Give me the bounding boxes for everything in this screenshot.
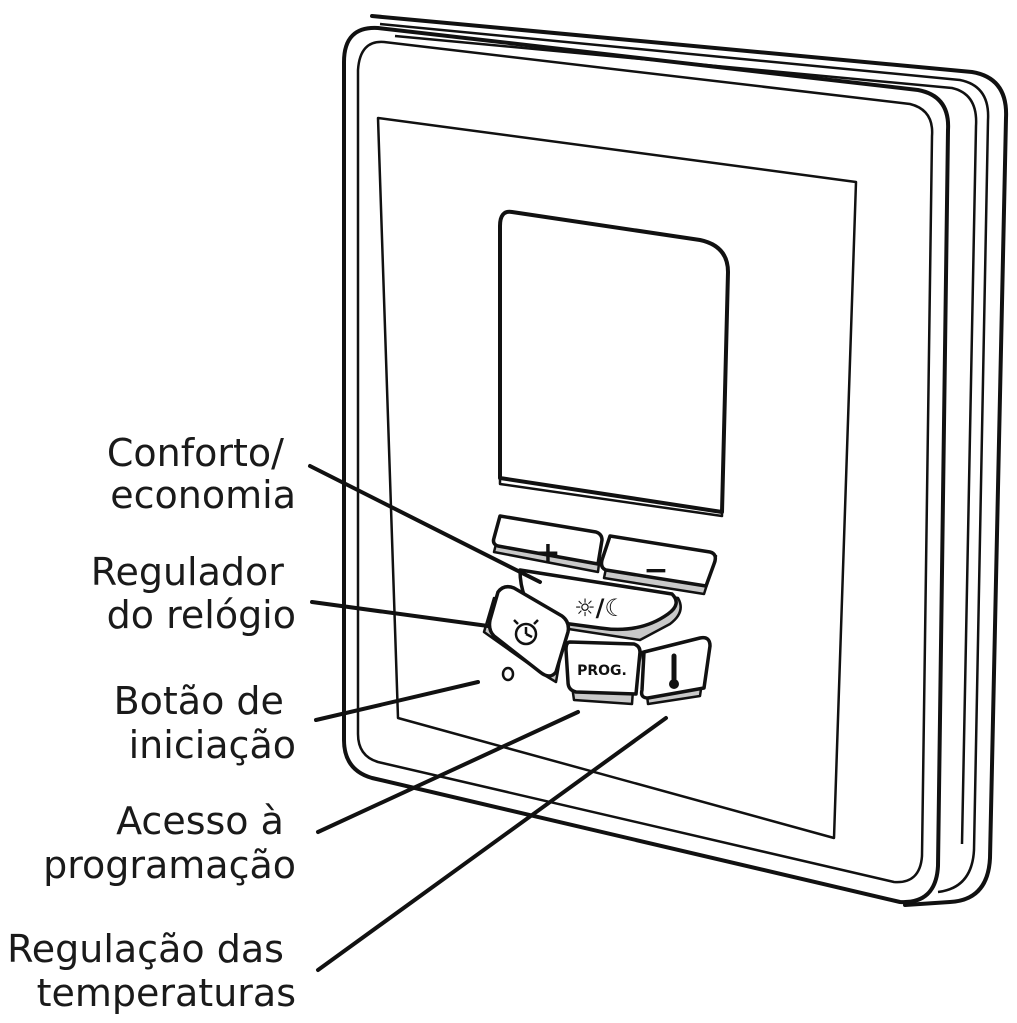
label-relogio: Regulador do relógio: [91, 550, 296, 637]
leader-relogio: [310, 600, 490, 628]
leader-conforto: [308, 464, 542, 584]
leader-temperaturas: [316, 716, 668, 972]
reset-hole[interactable]: [501, 666, 515, 682]
comfort-economy-label: ☼/☾: [574, 594, 626, 622]
label-iniciacao: Botão de iniciação: [114, 679, 296, 767]
prog-button[interactable]: PROG.: [564, 640, 642, 706]
plus-button[interactable]: +: [491, 514, 604, 574]
minus-button[interactable]: −: [599, 534, 718, 596]
thermostat-body: [342, 14, 1009, 907]
thermometer-icon: [669, 653, 679, 689]
prog-label: PROG.: [577, 663, 627, 679]
label-programacao: Acesso à programação: [43, 799, 296, 887]
leader-iniciacao: [314, 680, 480, 722]
leader-programacao: [316, 710, 580, 834]
temperature-button[interactable]: [639, 635, 712, 706]
clock-icon: [513, 619, 539, 646]
label-conforto: Conforto/ economia: [107, 431, 296, 517]
plus-label: +: [535, 536, 560, 571]
minus-label: −: [643, 553, 668, 588]
lcd-screen: [498, 209, 730, 518]
label-temperaturas: Regulação das temperaturas: [7, 927, 296, 1015]
